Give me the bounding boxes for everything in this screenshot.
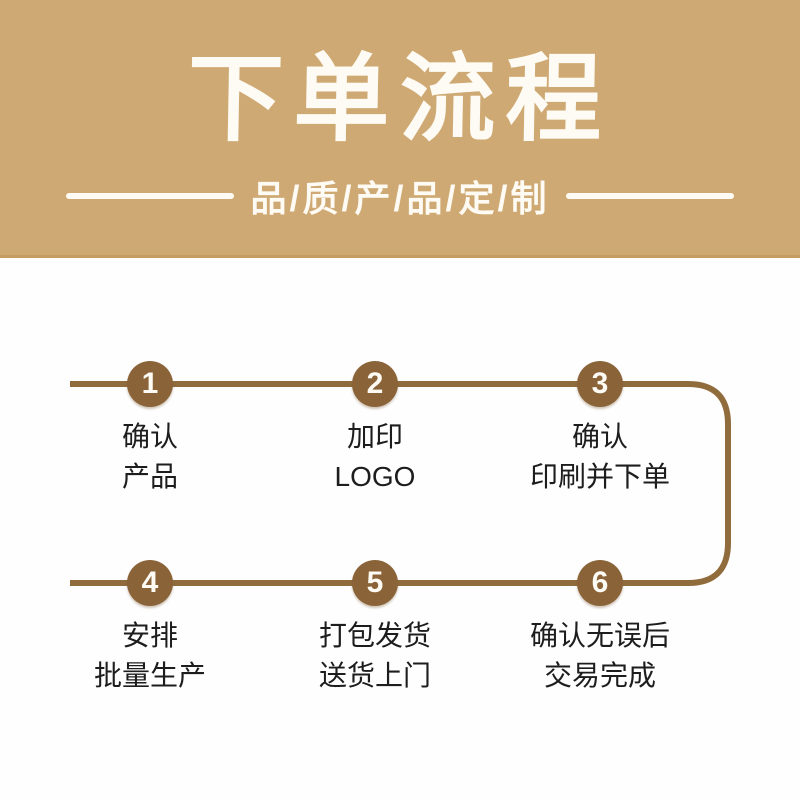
subtitle-row: 品/质/产/品/定/制	[0, 170, 800, 222]
order-flow-diagram: 1 确认 产品 2 加印 LOGO 3 确认 印刷并下单 4 安排	[0, 258, 800, 800]
subtitle-left-rule	[66, 193, 235, 199]
flow-connector-line	[70, 381, 731, 586]
step-label: 确认 印刷并下单	[529, 421, 670, 492]
poster-title: 下单流程	[186, 46, 613, 153]
step-label: 安排 批量生产	[93, 620, 206, 691]
step-number-badge: 6	[577, 560, 623, 606]
step-number-badge: 4	[127, 560, 173, 606]
step-label: 打包发货 送货上门	[318, 620, 431, 691]
subtitle-right-rule	[565, 193, 734, 199]
poster-subtitle: 品/质/产/品/定/制	[250, 178, 550, 219]
flow-step-3: 3 确认 印刷并下单	[490, 361, 710, 497]
flow-step-4: 4 安排 批量生产	[40, 560, 260, 696]
step-number-badge: 5	[352, 560, 398, 606]
flow-step-5: 5 打包发货 送货上门	[265, 560, 485, 696]
header-banner: 下单流程 品/质/产/品/定/制	[0, 0, 800, 258]
step-label: 加印 LOGO	[334, 421, 416, 492]
flow-step-2: 2 加印 LOGO	[265, 361, 485, 497]
step-number-badge: 3	[577, 361, 623, 407]
step-label: 确认无误后 交易完成	[529, 620, 670, 691]
flow-step-1: 1 确认 产品	[40, 361, 260, 497]
step-label: 确认 产品	[121, 421, 178, 492]
step-number-badge: 1	[127, 361, 173, 407]
flow-step-6: 6 确认无误后 交易完成	[490, 560, 710, 696]
step-number-badge: 2	[352, 361, 398, 407]
